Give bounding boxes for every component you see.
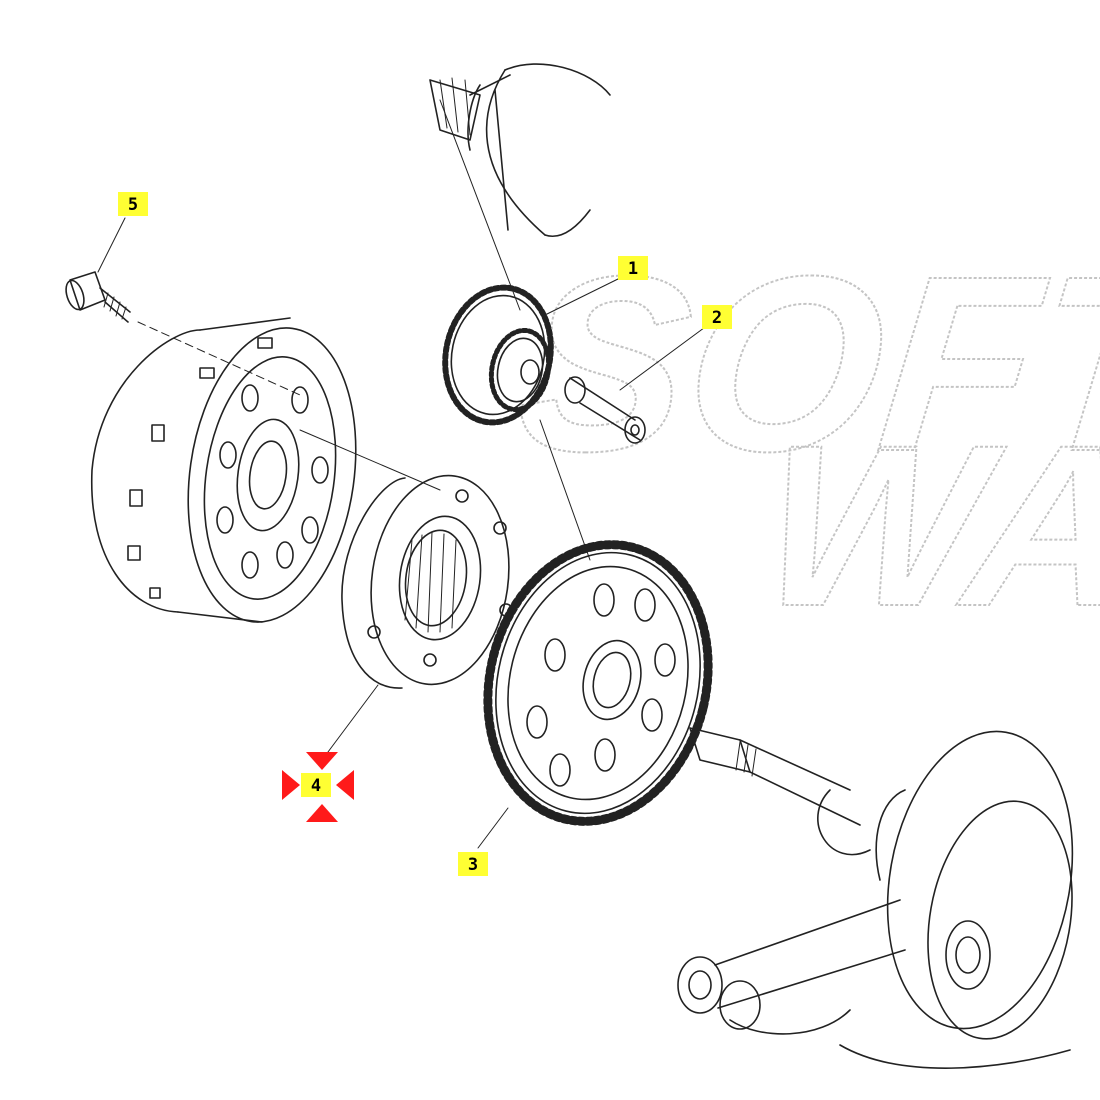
leader-2 (619, 321, 713, 391)
leader-5 (97, 217, 126, 273)
callout-label: 5 (128, 195, 138, 215)
starter-motor (429, 63, 611, 237)
callout-4-selected[interactable]: 4 (282, 752, 354, 822)
leader-lines (97, 99, 713, 849)
callout-1[interactable]: 1 (618, 256, 648, 280)
idler-shaft (564, 376, 646, 444)
selection-arrow-top (306, 752, 338, 770)
leader-1 (544, 277, 621, 316)
selection-arrow-right (336, 770, 354, 800)
callout-label: 1 (628, 259, 638, 279)
callout-label: 2 (712, 308, 722, 328)
watermark: SOFT WA (506, 224, 1100, 655)
assembly-line-motor (439, 99, 521, 311)
leader-4 (321, 684, 379, 761)
callout-5[interactable]: 5 (118, 192, 148, 216)
crankshaft (677, 727, 1074, 1069)
selection-marker (282, 752, 354, 822)
assembly-line-bolt (137, 321, 301, 396)
callout-label: 3 (468, 855, 478, 875)
bolt (65, 271, 131, 323)
watermark-line-1: SOFT (507, 225, 1100, 504)
flywheel-rotor (91, 317, 357, 623)
callout-2[interactable]: 2 (702, 305, 732, 329)
starter-wheel-gear (483, 540, 713, 826)
assembly-line-gear (539, 419, 591, 561)
selection-arrow-bottom (306, 804, 338, 822)
callout-label: 4 (311, 776, 321, 796)
selection-arrow-left (282, 770, 300, 800)
leader-3 (477, 807, 509, 849)
callout-3[interactable]: 3 (458, 852, 488, 876)
watermark-line-2: WA (751, 397, 1100, 654)
assembly-line-rotor (299, 429, 441, 491)
